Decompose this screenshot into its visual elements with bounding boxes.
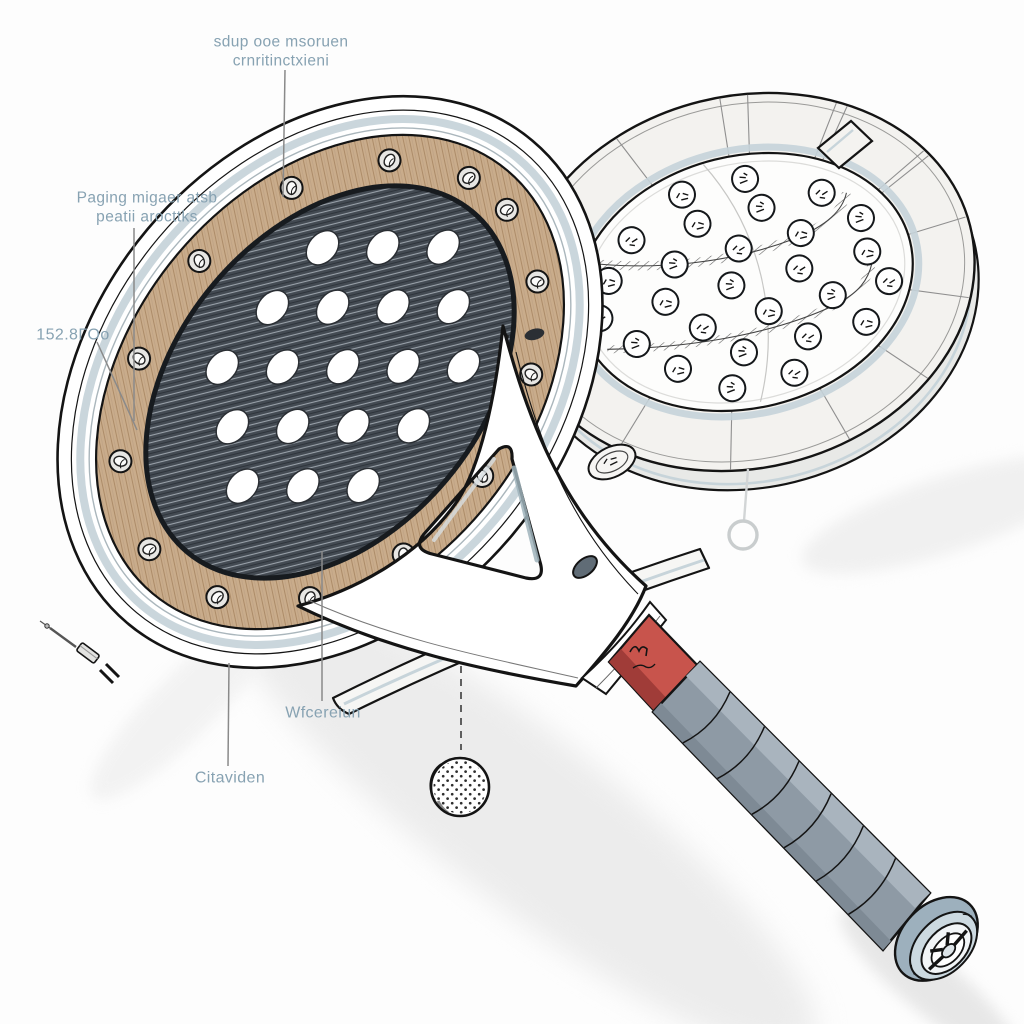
label-throat-text: Wfcereiun — [285, 704, 361, 722]
drill-hole — [807, 178, 836, 207]
drill-hole — [786, 219, 815, 248]
label-top-line2: crnritinctxieni — [232, 52, 330, 69]
drill-hole — [852, 307, 881, 336]
face-split-line — [702, 164, 769, 402]
label-measurement: 152.8ΓOo — [36, 325, 109, 344]
drill-hole — [664, 354, 693, 383]
label-face-line1: Paging migaer atsb — [76, 189, 218, 207]
label-face: Paging migaer atsb peatii arocttks — [77, 189, 218, 226]
label-edge: Citaviden — [195, 768, 265, 787]
drill-hole — [688, 313, 717, 342]
screw — [279, 175, 304, 200]
drill-hole — [622, 330, 651, 359]
drill-hole — [747, 193, 776, 222]
drill-hole — [875, 267, 904, 296]
drill-hole — [651, 287, 680, 316]
lanyard-pin — [39, 620, 121, 685]
dimpled-ball — [429, 756, 491, 818]
leader-measurement-label — [96, 341, 138, 431]
screw — [205, 585, 230, 610]
handle-assembly — [580, 600, 979, 982]
drill-hole — [729, 338, 758, 367]
drill-hole — [818, 281, 847, 310]
drill-hole — [754, 297, 783, 326]
leader-edge-label — [227, 662, 230, 767]
label-throat: Wfcereiun — [285, 703, 361, 722]
screw — [108, 449, 133, 474]
rim-notch-block — [816, 119, 874, 170]
grip-segment-lines — [682, 691, 897, 915]
label-edge-text: Citaviden — [194, 769, 266, 787]
drill-hole — [718, 374, 747, 403]
drill-hole — [794, 322, 823, 351]
drill-hole — [717, 271, 746, 300]
screw — [456, 165, 481, 190]
label-top-line1: sdup ooe msoruen — [213, 33, 349, 51]
label-measurement-text: 152.8ΓOo — [36, 326, 110, 344]
label-top: sdup ooe msoruen crnritinctxieni — [214, 33, 349, 70]
throat-grommet — [572, 555, 598, 579]
screw — [187, 248, 212, 273]
drill-hole — [731, 164, 760, 193]
leader-top-label — [282, 69, 286, 198]
main-racket-head — [56, 94, 604, 670]
screw — [377, 148, 402, 173]
cap-spokes — [927, 929, 968, 971]
drill-hole — [617, 226, 646, 255]
screw — [494, 197, 519, 222]
drill-hole — [785, 254, 814, 283]
drill-hole — [683, 209, 712, 238]
band-marking — [629, 645, 648, 657]
butt-cap — [893, 895, 979, 982]
drill-hole — [724, 234, 753, 263]
drill-hole — [667, 180, 696, 209]
label-face-line2: peatii arocttks — [96, 208, 198, 225]
face-perforations — [205, 229, 481, 505]
hang-loop — [727, 468, 759, 551]
leader-lines — [96, 69, 323, 767]
back-plate-drill-holes — [585, 164, 904, 403]
drill-hole — [853, 237, 882, 266]
grip — [651, 660, 932, 952]
drill-hole — [660, 250, 689, 279]
back-racket-face-plate — [514, 91, 980, 492]
drill-hole — [846, 204, 875, 233]
screw — [137, 537, 162, 562]
wood-slot — [524, 328, 545, 341]
rim-badge — [587, 443, 637, 481]
throat-fork — [296, 324, 648, 688]
screw — [525, 269, 550, 294]
drill-hole — [780, 358, 809, 387]
molded-ridges — [582, 191, 877, 354]
pin-clamp — [98, 662, 121, 685]
